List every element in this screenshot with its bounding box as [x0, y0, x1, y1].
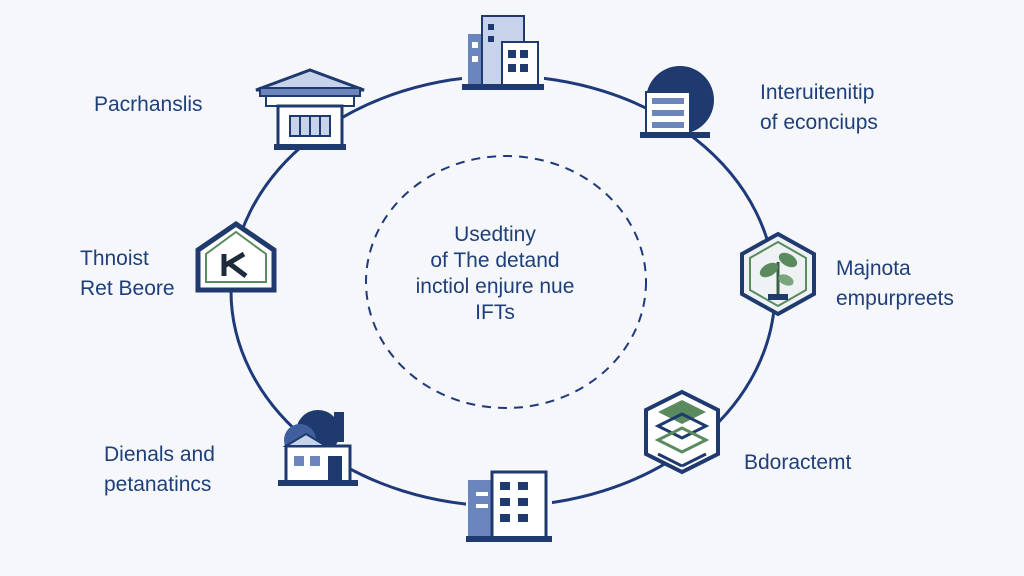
- center-label: Usedtiny of The detand inctiol enjure nu…: [370, 222, 620, 326]
- center-line: IFTs: [475, 301, 515, 324]
- plant-hexagon-icon: [740, 231, 816, 317]
- node-label-bottom-right: Bdoractemt: [744, 448, 851, 478]
- node-label-line: Thnoist: [80, 247, 149, 270]
- node-label-line: empurpreets: [836, 287, 954, 310]
- center-line: Usedtiny: [454, 223, 536, 246]
- node-label-line: petanatincs: [104, 473, 212, 496]
- node-label-top-right: Interuitenitip of econciups: [760, 78, 878, 138]
- node-label-line: Ret Beore: [80, 277, 175, 300]
- node-label-line: Majnota: [836, 257, 911, 280]
- factory-tree-icon: [278, 410, 358, 486]
- k-house-icon: [195, 220, 277, 293]
- layered-box-icon: [644, 389, 720, 475]
- center-line: inctiol enjure nue: [415, 275, 575, 298]
- node-label-line: of econciups: [760, 111, 878, 134]
- node-label-right: Majnota empurpreets: [836, 254, 954, 314]
- tower-building-icon: [640, 66, 714, 138]
- node-label-top-left: Pacrhanslis: [94, 90, 203, 120]
- node-label-line: Dienals and: [104, 443, 215, 466]
- center-line: of The detand: [430, 249, 560, 272]
- office-building-icon: [462, 12, 544, 92]
- inner-dashed-ring: [365, 155, 647, 409]
- node-label-line: Pacrhanslis: [94, 93, 203, 116]
- temple-building-icon: [255, 68, 365, 150]
- node-label-bottom-left: Dienals and petanatincs: [104, 440, 215, 500]
- node-label-line: Interuitenitip: [760, 81, 875, 104]
- node-label-line: Bdoractemt: [744, 451, 852, 474]
- server-building-icon: [466, 470, 552, 548]
- node-label-left: Thnoist Ret Beore: [80, 244, 175, 304]
